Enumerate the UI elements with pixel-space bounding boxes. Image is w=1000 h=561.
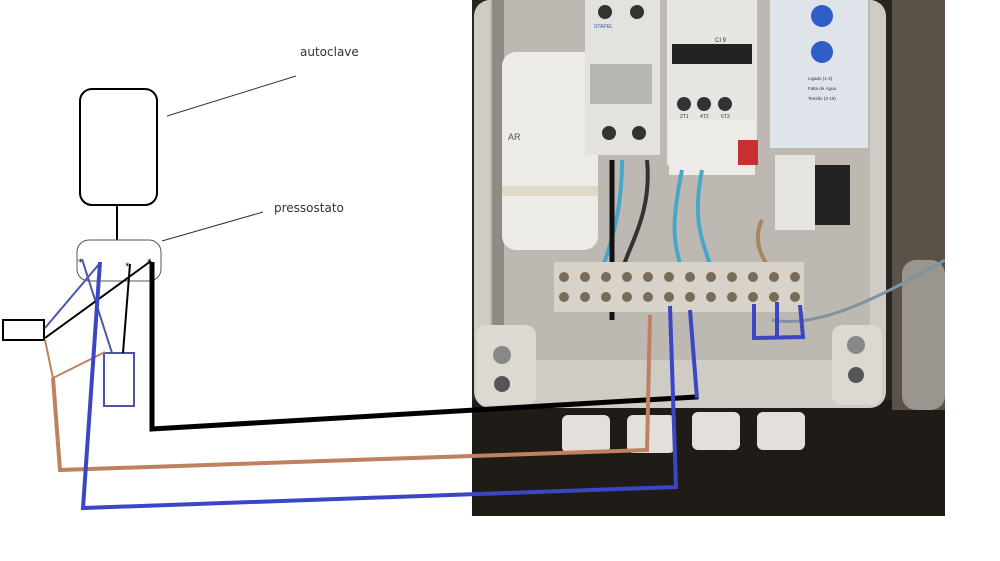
contactor-model: CI 9	[715, 38, 727, 44]
breaker-switches	[590, 64, 652, 104]
mount-hole	[848, 367, 864, 383]
mount-hole	[847, 336, 865, 354]
mount-right	[832, 325, 882, 405]
relay-led-label: Tensão (2-10)	[808, 96, 836, 101]
blue-wire-main	[80, 261, 679, 511]
cable-gland	[562, 415, 610, 453]
black-wire-thin	[122, 263, 131, 354]
terminal-screws	[559, 272, 800, 302]
contactor-window	[672, 44, 752, 64]
brown-wire-main	[51, 314, 652, 473]
relay-led-label: Ligado (1-2)	[808, 76, 833, 81]
motor-box	[2, 319, 45, 341]
autoclave-tank	[79, 88, 158, 206]
mount-hole	[493, 346, 511, 364]
cable-gland	[627, 415, 675, 453]
cable-gland	[757, 412, 805, 450]
capacitor-text: AR	[508, 132, 521, 142]
terminal-strip	[554, 262, 804, 312]
black-wire-main	[149, 262, 699, 432]
autoclave-leader-line	[166, 75, 297, 117]
autoclave-label: autoclave	[300, 45, 359, 59]
capacitor-box	[103, 352, 135, 407]
pressostato-leader-line	[161, 211, 264, 242]
contactor-terminal: 4T2	[700, 114, 709, 120]
blue-wire-jumper	[688, 309, 699, 399]
small-terminal-block	[775, 155, 815, 230]
mount-hole	[494, 376, 510, 392]
capacitor	[502, 52, 598, 250]
lid-hinge	[902, 260, 945, 410]
blue-bridge	[752, 304, 806, 341]
contactor-terminal: 6T3	[721, 114, 730, 120]
control-box-photo: AR STAPEL CI 9 2T1 4T2 6T3 Ligado (1-2) …	[472, 0, 945, 516]
mount-left	[476, 325, 536, 405]
relay-knob	[811, 41, 833, 63]
pressostato-label: pressostato	[274, 201, 344, 215]
contactor-terminal: 2T1	[680, 114, 689, 120]
brown-wire-thin	[44, 339, 54, 379]
brown-wire-thin	[52, 351, 106, 379]
terminal-marker: *	[125, 262, 130, 272]
relay-led-label: Falta de Água	[808, 85, 837, 91]
pressostato-box	[76, 239, 162, 282]
relay-knob	[811, 5, 833, 27]
terminal-marker: *	[78, 258, 83, 268]
cable-tie	[502, 186, 598, 196]
reset-button	[738, 140, 758, 165]
breaker-brand: STAPEL	[594, 24, 613, 30]
blue-wire-thin	[44, 262, 101, 329]
cable-gland	[692, 412, 740, 450]
